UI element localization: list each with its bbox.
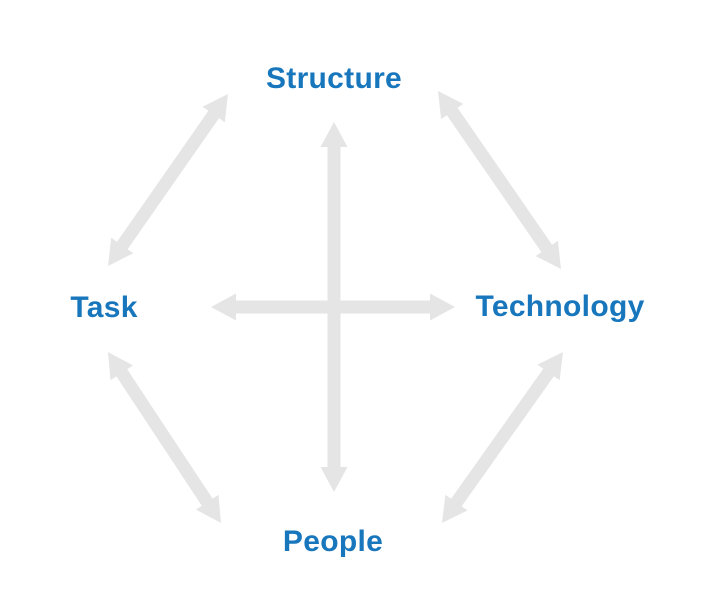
arrow-technology-people	[442, 352, 563, 523]
arrow-task-people	[108, 352, 221, 523]
node-label-task: Task	[70, 291, 138, 324]
arrow-structure-technology	[438, 91, 561, 269]
node-label-people: People	[282, 525, 384, 558]
node-label-technology: Technology	[475, 290, 645, 323]
arrow-structure-people	[320, 122, 348, 492]
node-label-structure: Structure	[265, 62, 403, 95]
arrow-task-structure	[108, 94, 228, 266]
